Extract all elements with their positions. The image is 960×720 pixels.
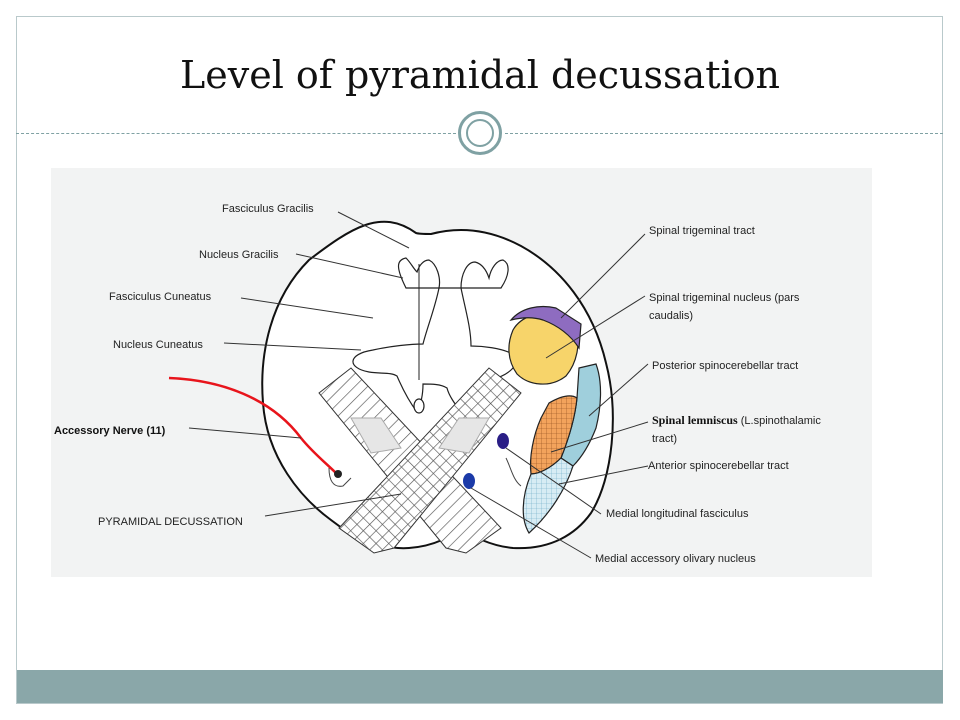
title-divider-left	[16, 133, 456, 134]
label-spinal-trigeminal-nucleus-line1: Spinal trigeminal nucleus (pars	[649, 292, 800, 304]
pyramidal-decussation-bands	[318, 367, 522, 554]
label-spinal-lemniscus-line2: tract)	[652, 433, 677, 445]
leader-lines-left	[188, 211, 410, 517]
label-spinal-lemniscus-bold: Spinal lemniscus	[652, 413, 738, 427]
label-nucleus-cuneatus: Nucleus Cuneatus	[113, 339, 203, 351]
label-medial-accessory-olivary-nucleus: Medial accessory olivary nucleus	[595, 553, 756, 565]
title-divider-right	[505, 133, 943, 134]
medial-longitudinal-fasciculus-dot	[497, 433, 509, 449]
central-canal	[413, 398, 425, 414]
spinal-trigeminal-tract	[509, 305, 582, 350]
label-spinal-lemniscus-line1: Spinal lemniscus (L.spinothalamic	[652, 413, 821, 427]
title-ornament-icon	[458, 111, 502, 155]
medial-accessory-olivary-nucleus-dot	[463, 473, 475, 489]
dorsal-gray-matter	[352, 257, 517, 414]
label-fasciculus-gracilis: Fasciculus Gracilis	[222, 203, 314, 215]
leader-lines-right	[470, 233, 649, 559]
label-posterior-spinocerebellar-tract: Posterior spinocerebellar tract	[652, 360, 798, 372]
accessory-nerve-nucleus-dot	[334, 470, 342, 478]
medulla-cross-section-diagram: Fasciculus Gracilis Nucleus Gracilis Fas…	[54, 203, 821, 565]
ventral-horn-left	[328, 467, 352, 487]
slide-title: Level of pyramidal decussation	[180, 53, 780, 97]
label-spinal-trigeminal-nucleus-line2: caudalis)	[649, 310, 693, 322]
label-spinal-lemniscus-rest: (L.spinothalamic	[738, 415, 822, 427]
anterior-spinocerebellar-tract	[522, 457, 574, 534]
ornament-inner-ring	[466, 119, 494, 147]
label-anterior-spinocerebellar-tract: Anterior spinocerebellar tract	[648, 460, 789, 472]
footer-band	[17, 670, 943, 703]
accessory-nerve	[168, 376, 338, 475]
label-fasciculus-cuneatus: Fasciculus Cuneatus	[109, 291, 212, 303]
label-nucleus-gracilis: Nucleus Gracilis	[199, 249, 279, 261]
label-pyramidal-decussation: PYRAMIDAL DECUSSATION	[98, 516, 243, 528]
label-medial-longitudinal-fasciculus: Medial longitudinal fasciculus	[606, 508, 749, 520]
label-spinal-trigeminal-tract: Spinal trigeminal tract	[649, 225, 755, 237]
label-accessory-nerve: Accessory Nerve (11)	[54, 425, 166, 437]
ventral-horn-right	[505, 457, 522, 487]
